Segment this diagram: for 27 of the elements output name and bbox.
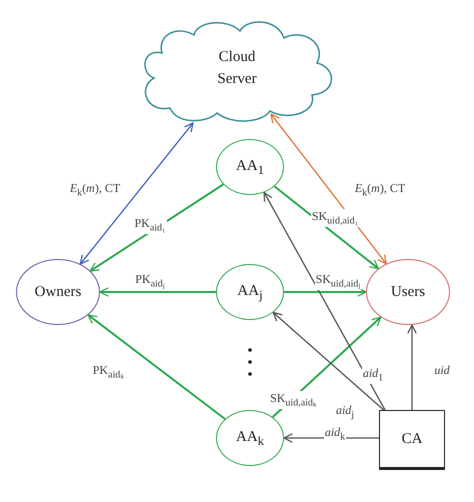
arrow — [80, 122, 194, 265]
ellipse-node — [216, 264, 284, 320]
arrow — [284, 287, 367, 297]
edge-label: SK$_{uid,aid₁}$ — [310, 208, 360, 228]
node-label: Users — [390, 282, 426, 302]
node-label: Owners — [34, 282, 82, 302]
arrow — [264, 192, 386, 410]
ellipse-node — [216, 410, 284, 466]
node-label: AA$_{1}$ — [236, 156, 264, 179]
arrow — [88, 314, 226, 420]
arrow — [407, 324, 417, 410]
arrow — [99, 287, 216, 297]
edge-label: aid$_{1}$ — [362, 366, 384, 384]
node-label: CA — [402, 430, 422, 449]
node-label: AA$_{k}$ — [236, 428, 264, 450]
edge-label: aid$_{j}$ — [334, 402, 356, 422]
ellipse-node — [216, 139, 284, 195]
ellipse-node — [366, 259, 450, 325]
arrow — [283, 433, 379, 443]
arrow — [270, 113, 387, 264]
ellipse-node — [16, 259, 100, 325]
edge-label: uid — [433, 362, 451, 378]
arrow — [274, 186, 380, 270]
edge-label: SK$_{uid,aidₖ}$ — [269, 390, 317, 410]
node-label: Cloud Server — [216, 48, 258, 89]
node-label: AA$_{j}$ — [237, 282, 263, 304]
process-box — [379, 410, 445, 470]
